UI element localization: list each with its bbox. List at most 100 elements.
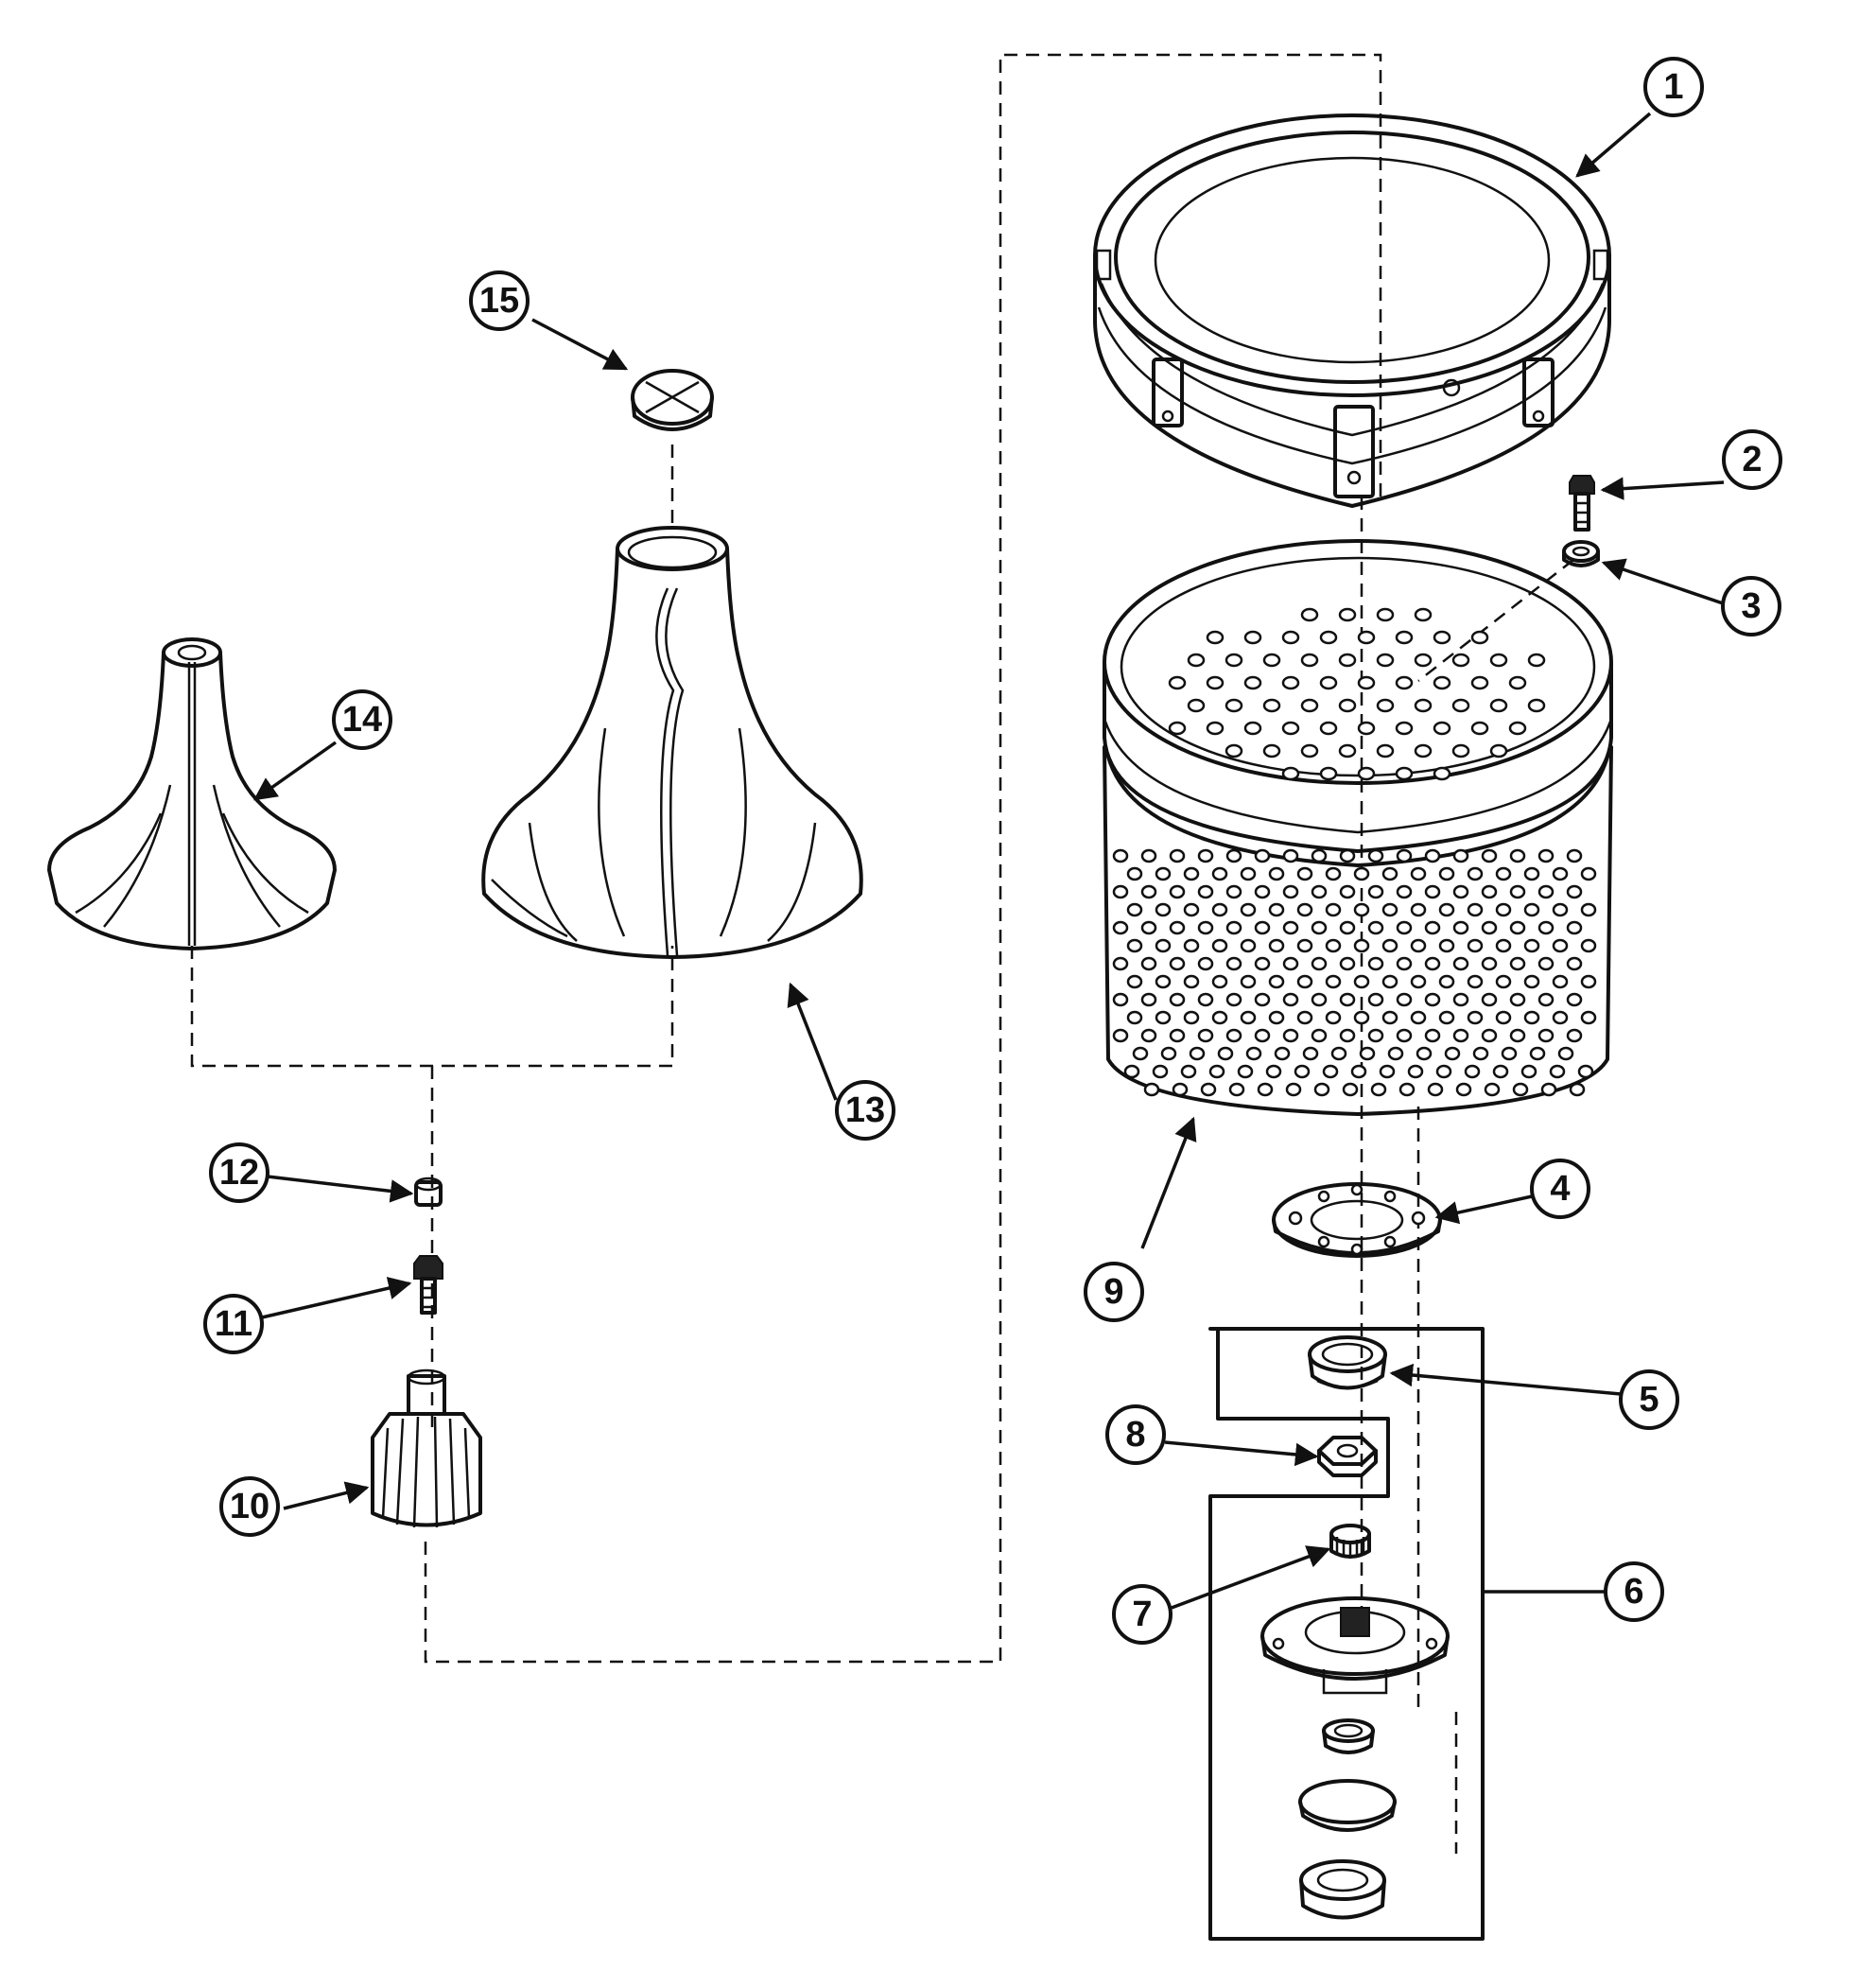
perforation-hole <box>1577 1064 1594 1079</box>
part-6-kit-outline <box>1208 1327 1485 1941</box>
perforation-hole <box>1296 938 1313 953</box>
callout-11-label: 11 <box>215 1304 252 1344</box>
perforation-hole <box>1376 743 1395 758</box>
perforation-hole <box>1197 920 1214 935</box>
perforation-hole <box>1367 1028 1384 1043</box>
perforation-hole <box>1467 866 1484 881</box>
perforation-hole <box>1282 956 1299 971</box>
callout-10-label: 10 <box>230 1487 269 1526</box>
perforation-hole <box>1552 1010 1569 1025</box>
perforation-hole <box>1580 866 1597 881</box>
perforation-hole <box>1414 607 1433 622</box>
perforation-hole <box>1168 721 1187 736</box>
perforation-hole <box>1338 607 1357 622</box>
perforation-hole <box>1396 956 1413 971</box>
perforation-hole <box>1537 956 1555 971</box>
perforation-hole <box>1296 866 1313 881</box>
perforation-hole <box>1566 920 1583 935</box>
perforation-hole <box>1353 938 1370 953</box>
perforation-hole <box>1438 938 1455 953</box>
perforation-hole <box>1112 920 1129 935</box>
perforation-hole <box>1472 1046 1489 1061</box>
perforation-hole <box>1467 938 1484 953</box>
perforation-hole <box>1262 698 1281 713</box>
callout-7-label: 7 <box>1132 1595 1152 1634</box>
perforation-hole <box>1319 630 1338 645</box>
perforation-hole <box>1311 956 1328 971</box>
perforation-hole <box>1357 766 1376 781</box>
perforation-hole <box>1268 902 1285 917</box>
perforation-hole <box>1367 848 1384 863</box>
part-4-flange-plate <box>1272 1182 1442 1258</box>
perforation-hole <box>1481 884 1498 899</box>
perforation-hole <box>1512 1082 1529 1097</box>
callout-8-label: 8 <box>1125 1415 1145 1455</box>
callout-10: 10 <box>219 1476 280 1537</box>
perforation-hole <box>1140 1028 1157 1043</box>
part-14-agitator-alt <box>47 637 337 950</box>
perforation-hole <box>1112 992 1129 1007</box>
perforation-hole <box>1580 1010 1597 1025</box>
perforation-hole <box>1580 902 1597 917</box>
perforation-hole <box>1452 920 1469 935</box>
perforation-hole <box>1112 1028 1129 1043</box>
perforation-hole <box>1452 884 1469 899</box>
perforation-hole <box>1435 1064 1452 1079</box>
perforation-hole <box>1395 721 1414 736</box>
perforation-hole <box>1311 884 1328 899</box>
part-7-bearing <box>1329 1524 1371 1559</box>
perforation-hole <box>1424 848 1441 863</box>
perforation-hole <box>1294 1064 1311 1079</box>
perforation-hole <box>1325 974 1342 989</box>
perforation-hole <box>1189 1046 1206 1061</box>
perforation-hole <box>1197 848 1214 863</box>
callout-1-label: 1 <box>1663 67 1683 107</box>
perforation-hole <box>1414 653 1433 668</box>
perforation-hole <box>1501 1046 1518 1061</box>
perforation-hole <box>1566 884 1583 899</box>
hub-o-ring <box>1298 1779 1397 1832</box>
perforation-hole <box>1311 920 1328 935</box>
perforation-hole <box>1452 848 1469 863</box>
perforation-hole <box>1357 630 1376 645</box>
perforation-hole <box>1339 1028 1356 1043</box>
perforation-hole <box>1489 653 1508 668</box>
perforation-hole <box>1481 956 1498 971</box>
perforation-hole <box>1339 956 1356 971</box>
perforation-hole <box>1112 956 1129 971</box>
perforation-hole <box>1296 1010 1313 1025</box>
perforation-hole <box>1396 1028 1413 1043</box>
perforation-hole <box>1416 1046 1433 1061</box>
perforation-hole <box>1509 920 1526 935</box>
perforation-hole <box>1169 1028 1186 1043</box>
perforation-hole <box>1155 866 1172 881</box>
perforation-hole <box>1464 1064 1481 1079</box>
perforation-hole <box>1376 607 1395 622</box>
perforation-hole <box>1225 956 1242 971</box>
perforation-hole <box>1381 1010 1398 1025</box>
callout-12-label: 12 <box>219 1153 259 1193</box>
part-2-screw <box>1569 475 1595 532</box>
perforation-hole <box>1387 1046 1404 1061</box>
perforation-hole <box>1379 1064 1396 1079</box>
perforation-hole <box>1509 884 1526 899</box>
perforation-hole <box>1112 884 1129 899</box>
callout-13: 13 <box>835 1080 895 1141</box>
callout-4-label: 4 <box>1550 1169 1570 1209</box>
perforation-hole <box>1424 920 1441 935</box>
perforation-hole <box>1228 1082 1245 1097</box>
perforation-hole <box>1523 974 1540 989</box>
perforation-hole <box>1489 698 1508 713</box>
perforation-hole <box>1169 992 1186 1007</box>
perforation-hole <box>1225 743 1243 758</box>
perforation-hole <box>1398 1082 1416 1097</box>
callout-6: 6 <box>1604 1561 1664 1622</box>
perforation-hole <box>1395 630 1414 645</box>
perforation-hole <box>1123 1064 1140 1079</box>
perforation-hole <box>1444 1046 1461 1061</box>
perforation-hole <box>1211 902 1228 917</box>
perforation-hole <box>1509 848 1526 863</box>
perforation-hole <box>1438 974 1455 989</box>
perforation-hole <box>1470 721 1489 736</box>
perforation-hole <box>1339 848 1356 863</box>
